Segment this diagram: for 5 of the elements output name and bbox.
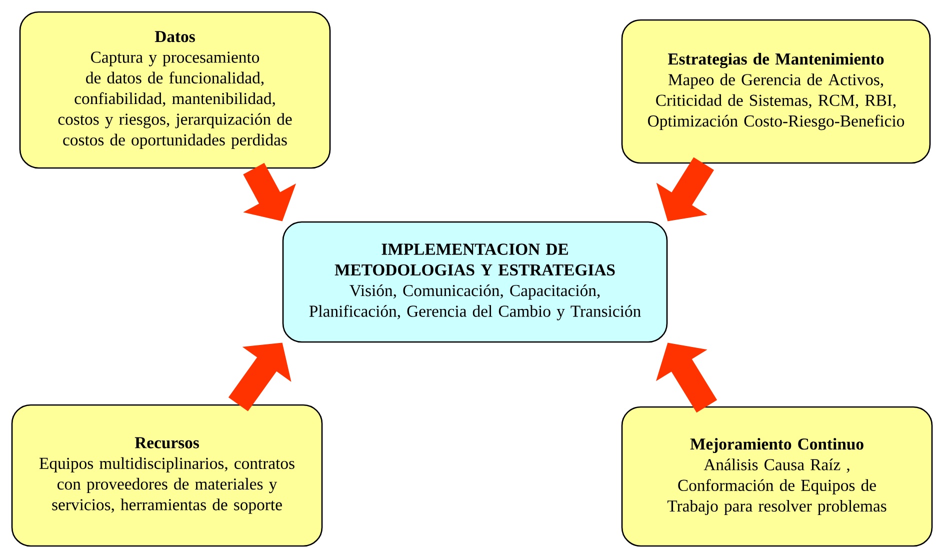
rounded-box: Recursos Equipos multidisciplinarios, contratos con proveedores de materiales y servicios, herramientas de soporte	[11, 404, 323, 547]
center-box: IMPLEMENTACION DE METODOLOGIAS Y ESTRATEGIAS Visión, Comunicación, Capacitación, Planificación, Gerencia del Cambio y Transición	[282, 221, 668, 343]
rounded-box: Mejoramiento Continuo Análisis Causa Raíz , Conformación de Equipos de Trabajo para resolver problemas	[621, 406, 933, 547]
rounded-box: Estrategias de Mantenimiento Mapeo de Gerencia de Activos, Criticidad de Sistemas, RCM, RBI, Optimización Costo-Riesgo-Beneficio	[621, 19, 931, 164]
rounded-box: Datos Captura y procesamiento de datos de funcionalidad, confiabilidad, mantenibilidad, costos y riesgos, jerarquización de costos de oportunidades perdidas	[19, 11, 331, 169]
